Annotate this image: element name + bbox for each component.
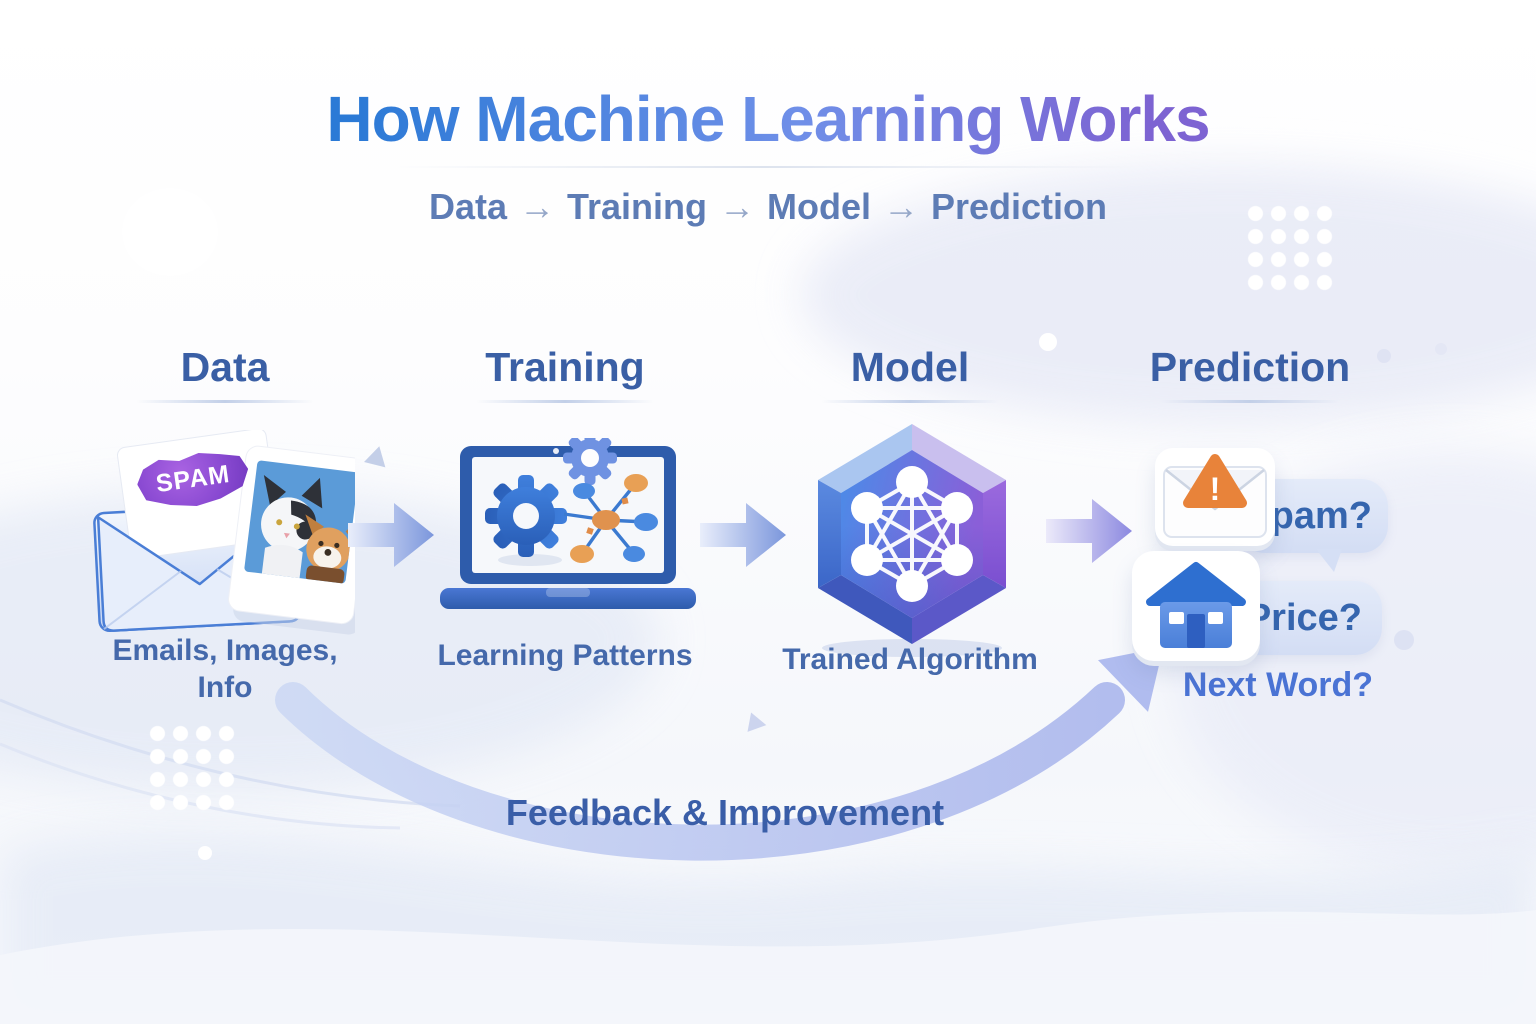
- step-arrow-model-to-prediction-icon: [1046, 499, 1132, 563]
- column-header-model: Model: [750, 344, 1070, 403]
- price-prediction-card: [1132, 551, 1260, 661]
- page-title: How Machine Learning Works: [0, 82, 1536, 156]
- flow-step-prediction: Prediction: [931, 186, 1108, 227]
- dot-grid-top-right: [1244, 202, 1338, 296]
- price-question-label: Price?: [1245, 596, 1362, 639]
- step-arrow-data-to-training-icon: [348, 503, 434, 567]
- header-underline: [821, 400, 999, 403]
- next-word-question-label: Next Word?: [1182, 666, 1374, 704]
- flow-step-model: Model: [767, 186, 871, 227]
- column-label-model: Model: [850, 344, 970, 390]
- large-gear-icon: [485, 475, 567, 557]
- warning-exclamation-mark: !: [1210, 471, 1221, 507]
- flow-arrow-icon: →: [719, 186, 755, 227]
- column-label-data: Data: [180, 344, 270, 390]
- data-caption-line1: Emails, Images,: [112, 634, 338, 667]
- neural-network-icon: [851, 466, 973, 602]
- column-label-prediction: Prediction: [1149, 344, 1351, 390]
- flow-arrow-icon: →: [518, 186, 555, 227]
- step-arrow-training-to-model-icon: [700, 503, 786, 567]
- model-caption: Trained Algorithm: [782, 643, 1038, 676]
- model-cube-icon: [818, 424, 1006, 657]
- data-caption: Emails, Images, Info: [60, 632, 390, 706]
- decor-dot: [1435, 343, 1447, 355]
- title-divider: [392, 166, 1136, 168]
- decor-dot: [1394, 630, 1414, 650]
- flow-summary: Data → Training → Model → Prediction: [0, 186, 1536, 228]
- spam-prediction-card: !: [1155, 448, 1275, 546]
- training-caption: Learning Patterns: [437, 639, 693, 672]
- training-laptop-icon: [440, 438, 696, 609]
- column-header-training: Training: [405, 344, 725, 403]
- decor-dot: [1039, 333, 1057, 351]
- warning-triangle-icon: !: [1183, 454, 1247, 508]
- header-underline: [136, 400, 314, 403]
- network-graph-icon: [563, 474, 658, 563]
- pet-photo-card: [228, 445, 355, 635]
- decor-dot: [198, 846, 212, 860]
- feedback-loop-arrow: [275, 647, 1164, 861]
- header-underline: [1161, 400, 1339, 403]
- dot-grid-bottom-left: [146, 722, 240, 816]
- header-underline: [476, 400, 654, 403]
- warning-envelope-icon: !: [1163, 454, 1267, 538]
- data-caption-line2: Info: [197, 671, 253, 704]
- column-label-training: Training: [485, 344, 645, 390]
- column-header-prediction: Prediction: [1085, 344, 1415, 403]
- dog-illustration: [305, 514, 355, 584]
- flow-arrow-icon: →: [883, 186, 919, 227]
- feedback-improvement-label: Feedback & Improvement: [505, 792, 945, 833]
- column-header-data: Data: [60, 344, 390, 403]
- flow-step-training: Training: [566, 186, 707, 227]
- flow-step-data: Data: [428, 186, 507, 227]
- laptop-base: [440, 588, 696, 609]
- small-gear-icon: [563, 438, 617, 485]
- house-icon: [1146, 562, 1246, 648]
- decor-dot: [1377, 349, 1391, 363]
